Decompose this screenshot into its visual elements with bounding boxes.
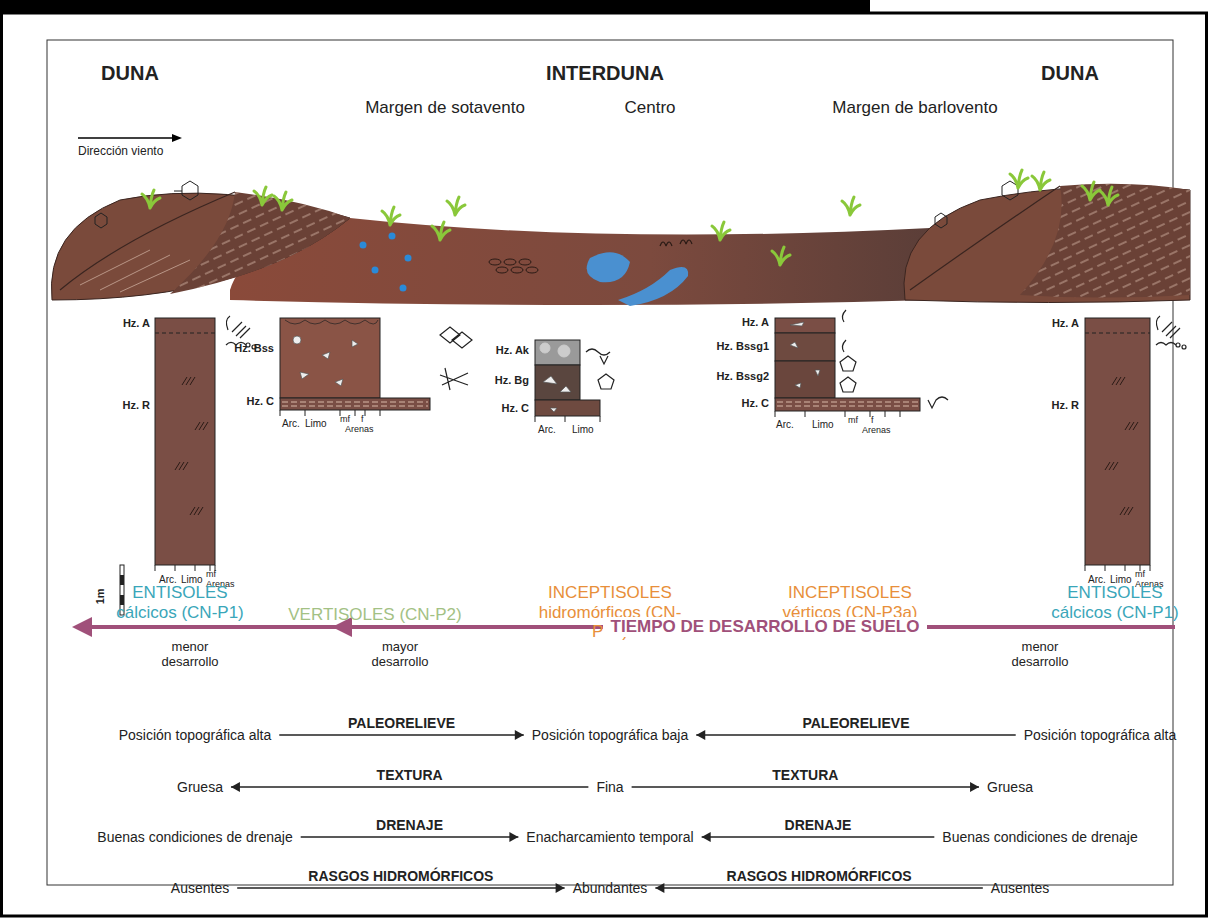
label: VERTISOLES (CN-P2)	[260, 605, 490, 625]
label: mf	[340, 414, 350, 424]
arrow-connector	[696, 730, 1016, 740]
label: mayor desarrollo	[360, 640, 440, 670]
label: menor desarrollo	[1000, 640, 1080, 670]
arrow-connector	[702, 832, 935, 842]
label: Hz. A	[742, 316, 769, 329]
label: Hz. Bss	[234, 342, 274, 355]
label: Hz. A	[1052, 317, 1079, 330]
label: mf	[206, 569, 216, 579]
label: f	[871, 415, 874, 425]
plant	[842, 197, 860, 215]
edge-label: DRENAJE	[785, 817, 852, 833]
label: Hz. R	[123, 399, 151, 412]
plant	[1082, 182, 1100, 200]
plant	[142, 190, 160, 208]
plant	[1100, 187, 1118, 205]
label: Limo	[812, 419, 834, 431]
plant	[772, 247, 790, 265]
arrow-connector	[655, 883, 982, 893]
plant	[382, 207, 400, 225]
row-text: Buenas condiciones de drenaje	[97, 829, 292, 845]
label: Arc.	[538, 424, 556, 436]
label: ENTISOLES cálcicos (CN-P1)	[105, 583, 255, 622]
label: DUNA	[1041, 62, 1099, 85]
edge-label: DRENAJE	[376, 817, 443, 833]
text-node: Gruesa	[983, 777, 1037, 797]
label: Hz. R	[1052, 399, 1080, 412]
text-node: Ausentes	[167, 878, 233, 898]
row-text: Ausentes	[171, 880, 229, 896]
label: Centro	[624, 98, 675, 118]
text-node: Gruesa	[173, 777, 227, 797]
label: menor desarrollo	[150, 640, 230, 670]
label: Hz. C	[247, 395, 275, 408]
plant	[712, 222, 730, 240]
label: Hz. A	[123, 317, 150, 330]
plant	[1032, 172, 1050, 190]
label: Hz. Bssg2	[716, 370, 769, 383]
label: Hz. Ak	[496, 344, 529, 357]
label: f	[361, 414, 364, 424]
plant	[274, 192, 292, 210]
text-node: Posición topográfica alta	[1020, 725, 1181, 745]
label: ENTISOLES cálcicos (CN-P1)	[1040, 583, 1190, 622]
text-node: Posición topográfica baja	[528, 725, 692, 745]
row-text: Ausentes	[991, 880, 1049, 896]
plant	[432, 222, 450, 240]
edge-label: PALEORELIEVE	[802, 715, 909, 731]
row-text: Enacharcamiento temporal	[526, 829, 693, 845]
arrow-connector	[231, 782, 588, 792]
arrow-connector	[279, 730, 524, 740]
label: Arc.	[776, 419, 794, 431]
label: Limo	[572, 424, 594, 436]
label: mf	[1135, 569, 1145, 579]
row-text: Posición topográfica alta	[119, 727, 272, 743]
edge-label: TEXTURA	[377, 767, 443, 783]
row-text: Fina	[596, 779, 623, 795]
edge-label: TEXTURA	[772, 767, 838, 783]
text-node: Abundantes	[569, 878, 652, 898]
arrow-connector	[301, 832, 519, 842]
label: Margen de sotavento	[365, 98, 525, 118]
arrow-connector	[237, 883, 564, 893]
text-node: Ausentes	[987, 878, 1053, 898]
label: mf	[848, 415, 858, 425]
text-node: Buenas condiciones de drenaje	[93, 827, 296, 847]
text-node: Fina	[592, 777, 627, 797]
label: Hz. Bssg1	[716, 340, 769, 353]
label: Arenas	[345, 424, 374, 434]
edge-label: RASGOS HIDROMÓRFICOS	[308, 868, 493, 884]
row-text: Posición topográfica alta	[1024, 727, 1177, 743]
label: Arc.	[282, 418, 300, 430]
plant	[1010, 170, 1028, 188]
label: 1m	[94, 588, 107, 604]
text-node: Posición topográfica alta	[115, 725, 276, 745]
label: Limo	[305, 418, 327, 430]
row-text: Gruesa	[177, 779, 223, 795]
row-text: Posición topográfica baja	[532, 727, 688, 743]
label: TIEMPO DE DESARROLLO DE SUELO	[603, 617, 928, 637]
text-node: Buenas condiciones de drenaje	[938, 827, 1141, 847]
label: Dirección viento	[78, 145, 163, 159]
label: Hz. Bg	[495, 374, 529, 387]
edge-label: PALEORELIEVE	[348, 715, 455, 731]
text-node: Enacharcamiento temporal	[522, 827, 697, 847]
row-text: Gruesa	[987, 779, 1033, 795]
label: Hz. C	[502, 402, 530, 415]
label: Arenas	[862, 425, 891, 435]
label: DUNA	[101, 62, 159, 85]
arrow-connector	[632, 782, 979, 792]
edge-label: RASGOS HIDROMÓRFICOS	[727, 868, 912, 884]
plant	[447, 197, 465, 215]
plant	[254, 187, 272, 205]
label: Margen de barlovento	[832, 98, 997, 118]
row-text: Abundantes	[573, 880, 648, 896]
label: INTERDUNA	[546, 62, 664, 85]
row-text: Buenas condiciones de drenaje	[942, 829, 1137, 845]
label: Hz. C	[742, 397, 770, 410]
